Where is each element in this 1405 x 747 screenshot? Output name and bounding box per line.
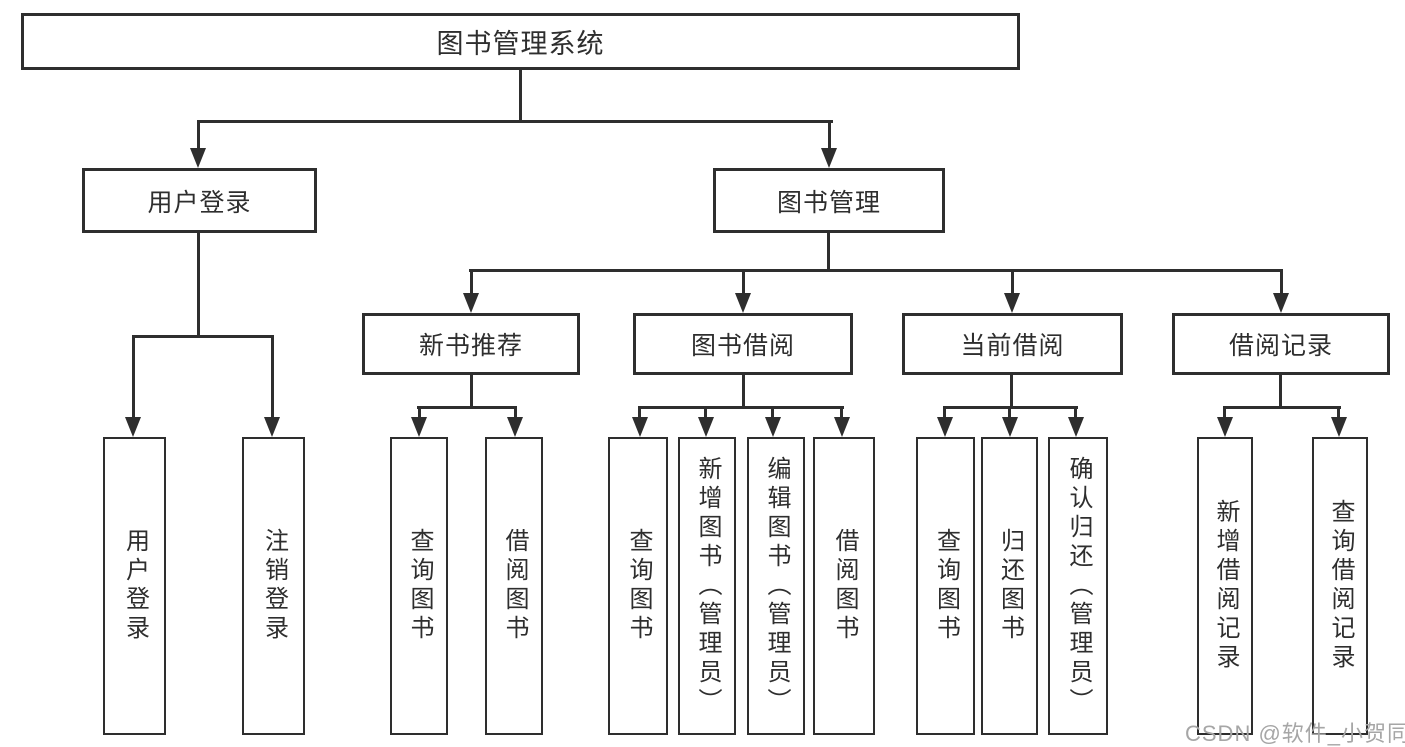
- connector-line: [1011, 269, 1014, 295]
- leaf-label: 查询图书: [406, 528, 433, 644]
- connector-line: [132, 335, 274, 338]
- leaf-label: 查询图书: [932, 528, 960, 644]
- arrow-down-icon: [1002, 417, 1018, 437]
- node-borrowing-records: 借阅记录: [1172, 313, 1390, 375]
- node-book-borrowing: 图书借阅: [633, 313, 853, 375]
- arrow-down-icon: [411, 417, 427, 437]
- connector-line: [828, 120, 831, 152]
- connector-line: [1337, 406, 1340, 419]
- leaf-label: 编辑图书（管理员）: [763, 455, 790, 717]
- arrow-down-icon: [125, 417, 141, 437]
- connector-line: [1223, 406, 1341, 409]
- arrow-down-icon: [463, 293, 479, 313]
- arrow-down-icon: [937, 417, 953, 437]
- connector-line: [638, 406, 641, 419]
- node-book-management: 图书管理: [713, 168, 945, 233]
- leaf-label: 确认归还（管理员）: [1065, 455, 1092, 717]
- connector-line: [638, 406, 844, 409]
- leaf-edit-books-admin: 编辑图书（管理员）: [747, 437, 805, 735]
- arrow-down-icon: [1273, 293, 1289, 313]
- leaf-label: 查询图书: [625, 528, 652, 644]
- leaf-label: 借阅图书: [501, 528, 528, 644]
- node-new-book-recommendation: 新书推荐: [362, 313, 580, 375]
- arrow-down-icon: [1068, 417, 1084, 437]
- leaf-label: 新增借阅记录: [1212, 499, 1239, 673]
- connector-line: [1008, 406, 1011, 419]
- leaf-query-books: 查询图书: [608, 437, 668, 735]
- connector-line: [418, 406, 421, 419]
- arrow-down-icon: [1217, 417, 1233, 437]
- connector-line: [943, 406, 946, 419]
- connector-line: [771, 406, 774, 419]
- leaf-confirm-return-admin: 确认归还（管理员）: [1048, 437, 1108, 735]
- leaf-add-books-admin: 新增图书（管理员）: [678, 437, 736, 735]
- leaf-label: 新增图书（管理员）: [694, 455, 721, 717]
- arrow-down-icon: [765, 417, 781, 437]
- connector-line: [742, 269, 745, 295]
- arrow-down-icon: [834, 417, 850, 437]
- leaf-borrow-books: 借阅图书: [813, 437, 875, 735]
- connector-line: [197, 120, 833, 123]
- node-library-management-system: 图书管理系统: [21, 13, 1020, 70]
- leaf-label: 归还图书: [996, 528, 1024, 644]
- connector-line: [417, 406, 517, 409]
- leaf-query-borrow-record: 查询借阅记录: [1312, 437, 1368, 735]
- connector-line: [1279, 375, 1282, 409]
- leaf-add-borrow-record: 新增借阅记录: [1197, 437, 1253, 735]
- leaf-label: 用户登录: [121, 528, 149, 644]
- connector-line: [1223, 406, 1226, 419]
- connector-line: [197, 233, 200, 338]
- connector-line: [197, 120, 200, 152]
- node-current-borrowing: 当前借阅: [902, 313, 1123, 375]
- arrow-down-icon: [1331, 417, 1347, 437]
- connector-line: [470, 375, 473, 409]
- connector-line: [704, 406, 707, 419]
- connector-line: [1010, 375, 1013, 409]
- leaf-label: 借阅图书: [831, 528, 858, 644]
- csdn-watermark: CSDN @软件_小贺同学: [1185, 721, 1405, 746]
- leaf-query-books: 查询图书: [390, 437, 448, 735]
- arrow-down-icon: [632, 417, 648, 437]
- connector-line: [840, 406, 843, 419]
- arrow-down-icon: [735, 293, 751, 313]
- leaf-label: 注销登录: [260, 528, 288, 644]
- connector-line: [742, 375, 745, 409]
- leaf-borrow-books: 借阅图书: [485, 437, 543, 735]
- leaf-user-login: 用户登录: [103, 437, 166, 735]
- arrow-down-icon: [1004, 293, 1020, 313]
- connector-line: [470, 269, 473, 295]
- connector-line: [827, 233, 830, 272]
- leaf-label: 查询借阅记录: [1327, 499, 1354, 673]
- connector-line: [1280, 269, 1283, 295]
- arrow-down-icon: [507, 417, 523, 437]
- connector-line: [271, 335, 274, 419]
- connector-line: [132, 335, 135, 419]
- node-user-login: 用户登录: [82, 168, 317, 233]
- connector-line: [519, 70, 522, 122]
- leaf-query-books: 查询图书: [916, 437, 975, 735]
- arrow-down-icon: [821, 148, 837, 168]
- connector-line: [469, 269, 1283, 272]
- arrow-down-icon: [190, 148, 206, 168]
- connector-line: [1074, 406, 1077, 419]
- arrow-down-icon: [264, 417, 280, 437]
- connector-line: [514, 406, 517, 419]
- leaf-return-books: 归还图书: [981, 437, 1038, 735]
- arrow-down-icon: [698, 417, 714, 437]
- leaf-logout: 注销登录: [242, 437, 305, 735]
